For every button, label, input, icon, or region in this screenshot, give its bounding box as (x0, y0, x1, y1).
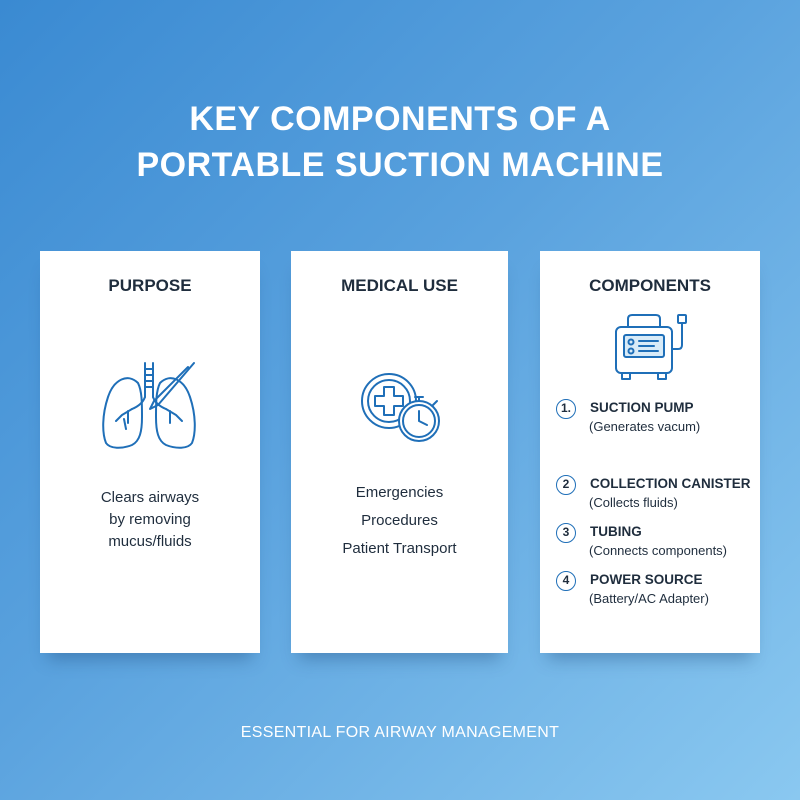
components-heading: COMPONENTS (589, 276, 711, 295)
medical-use-item: Procedures (361, 512, 438, 529)
component-name: COLLECTION CANISTER (590, 476, 751, 491)
page-title: KEY COMPONENTS OF A PORTABLE SUCTION MAC… (0, 96, 800, 188)
component-number-badge: 1. (556, 399, 576, 419)
medical-use-item: Patient Transport (342, 540, 457, 557)
component-description: (Battery/AC Adapter) (589, 591, 709, 606)
purpose-line: by removing (109, 511, 191, 528)
medical-use-card: MEDICAL USE Emergencies Procedures Patie… (291, 251, 508, 653)
purpose-description: Clears airways by removing mucus/fluids (40, 487, 260, 553)
component-number-badge: 2 (556, 475, 576, 495)
medical-cross-stopwatch-icon (361, 373, 440, 442)
medical-use-heading: MEDICAL USE (341, 276, 458, 295)
purpose-card: PURPOSE Clears airways by removing mucus… (40, 251, 260, 653)
title-line-2: PORTABLE SUCTION MACHINE (136, 146, 664, 184)
title-line-1: KEY COMPONENTS OF A (189, 100, 611, 138)
component-number-badge: 4 (556, 571, 576, 591)
component-name: POWER SOURCE (590, 572, 703, 587)
components-card: COMPONENTS 1. SUCTION PUMP (Generates va… (540, 251, 760, 653)
component-description: (Generates vacum) (589, 419, 701, 434)
medical-use-item: Emergencies (355, 484, 444, 501)
purpose-heading: PURPOSE (108, 276, 192, 295)
component-description: (Connects components) (589, 543, 728, 558)
component-name: TUBING (590, 524, 642, 539)
suction-machine-icon (615, 314, 687, 380)
lungs-icon (102, 362, 196, 449)
component-name: SUCTION PUMP (590, 400, 694, 415)
purpose-line: Clears airways (100, 489, 200, 506)
purpose-line: mucus/fluids (108, 533, 192, 550)
footer-tagline: ESSENTIAL FOR AIRWAY MANAGEMENT (240, 724, 560, 741)
component-number-badge: 3 (556, 523, 576, 543)
component-description: (Collects fluids) (589, 495, 678, 510)
